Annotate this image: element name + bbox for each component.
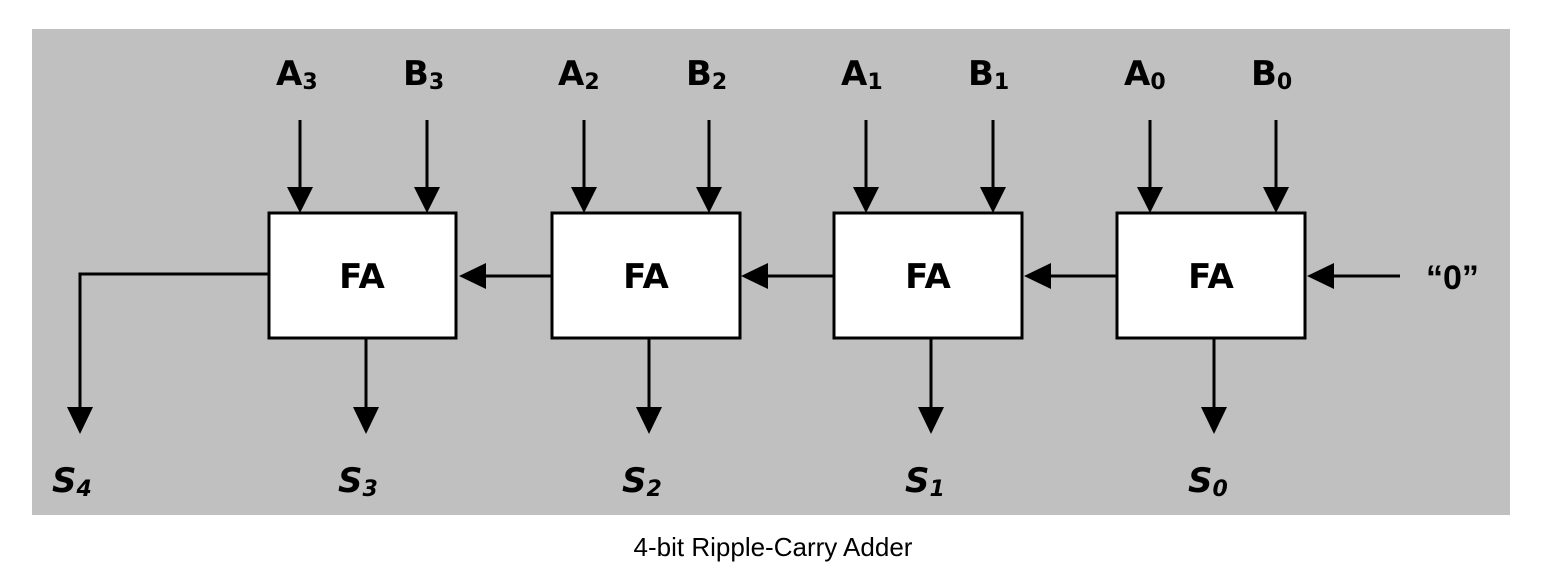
carry-out-arrow (67, 407, 93, 434)
diagram-caption: 4-bit Ripple-Carry Adder (633, 532, 913, 562)
full-adder-block-2 (550, 211, 742, 340)
input-b1-arrow (980, 187, 1006, 213)
sum-s1-arrow (918, 407, 944, 434)
input-b3-label: B3 (403, 54, 444, 95)
input-a2-label: A2 (558, 54, 600, 95)
adder-0: A0 B0 FA S0 (1115, 54, 1307, 502)
carry-in-arrow (1307, 263, 1334, 289)
input-b2-label: B2 (686, 54, 727, 95)
full-adder-label-1: FA (905, 257, 951, 297)
input-a1-label: A1 (841, 54, 883, 95)
sum-s0-arrow (1201, 407, 1227, 434)
carry-arrow-0-1 (1024, 263, 1051, 289)
carry-out-wire (78, 272, 269, 410)
full-adder-label-0: FA (1188, 257, 1234, 297)
adder-3: A3 B3 FA S3 (267, 54, 458, 502)
full-adder-label-2: FA (623, 257, 669, 297)
input-a0-label: A0 (1124, 54, 1166, 95)
input-b3-arrow (414, 187, 440, 213)
sum-s2-arrow (636, 407, 662, 434)
adder-2: A2 B2 FA S2 (550, 54, 742, 502)
adder-1: A1 B1 FA S1 (832, 54, 1024, 502)
input-b1-label: B1 (968, 54, 1009, 95)
sum-s3-arrow (353, 407, 379, 434)
sum-s2-label: S2 (622, 461, 662, 502)
input-b2-arrow (696, 187, 722, 213)
input-a1-arrow (853, 187, 879, 213)
sum-s0-label: S0 (1188, 461, 1228, 502)
input-b0-arrow (1263, 187, 1289, 213)
input-a3-arrow (287, 187, 313, 213)
sum-s1-label: S1 (905, 461, 945, 502)
input-b0-label: B0 (1251, 54, 1292, 95)
sum-s3-label: S3 (338, 461, 378, 502)
carry-in-label: “0” (1426, 259, 1479, 297)
carry-arrow-2-3 (459, 263, 486, 289)
input-a0-arrow (1137, 187, 1163, 213)
input-a2-arrow (571, 187, 597, 213)
input-a3-label: A3 (276, 54, 318, 95)
full-adder-label-3: FA (339, 257, 385, 297)
full-adder-block-3 (267, 211, 458, 340)
carry-arrow-1-2 (741, 263, 768, 289)
carry-out-s4-label: S4 (52, 461, 92, 502)
